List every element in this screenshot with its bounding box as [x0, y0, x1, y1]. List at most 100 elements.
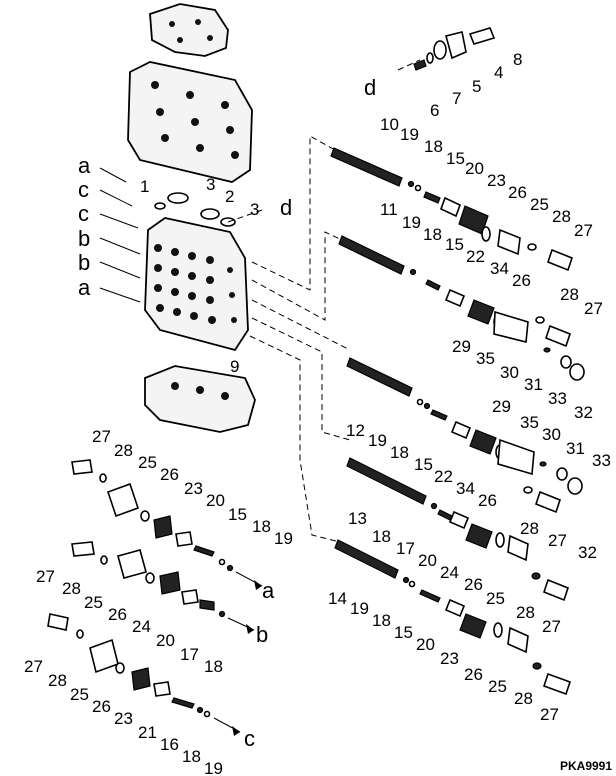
- part-label-25-d: 25: [138, 453, 157, 472]
- part-label-26-g: 26: [108, 605, 127, 624]
- part-label-7: 7: [452, 89, 461, 108]
- connector-d-top: d: [364, 75, 376, 100]
- part-label-28-a: 28: [552, 207, 571, 226]
- part-label-31-a: 31: [524, 375, 543, 394]
- part-label-27-d: 27: [542, 617, 561, 636]
- part-label-29-b: 29: [492, 397, 511, 416]
- top-fittings: [154, 192, 236, 227]
- connector-a-left-2: a: [78, 275, 91, 300]
- part-label-4: 4: [494, 63, 503, 82]
- part-label-24-b: 24: [132, 617, 151, 636]
- part-label-35-b: 35: [520, 413, 539, 432]
- part-label-15-c: 15: [414, 455, 433, 474]
- part-label-9: 9: [230, 357, 239, 376]
- part-label-28-c: 28: [520, 519, 539, 538]
- part-label-26-f: 26: [160, 465, 179, 484]
- part-label-23-c: 23: [184, 479, 203, 498]
- part-label-34-b: 34: [456, 479, 475, 498]
- part-label-25-f: 25: [70, 685, 89, 704]
- spool-12-group: [346, 357, 583, 514]
- part-label-33-b: 33: [592, 451, 611, 470]
- part-label-27-g: 27: [36, 567, 55, 586]
- part-label-26-d: 26: [464, 575, 483, 594]
- part-label-19-d: 19: [350, 599, 369, 618]
- connector-a-lower: a: [262, 578, 275, 603]
- part-label-3a: 3: [206, 175, 215, 194]
- part-label-26-b: 26: [512, 271, 531, 290]
- spool-11-group: [338, 235, 585, 381]
- part-label-29-a: 29: [452, 337, 471, 356]
- part-label-8: 8: [513, 50, 522, 69]
- part-label-18-e: 18: [372, 611, 391, 630]
- main-valve-body: [144, 217, 249, 352]
- part-label-28-f: 28: [114, 441, 133, 460]
- part-label-22-b: 22: [434, 467, 453, 486]
- part-label-32-a: 32: [574, 403, 593, 422]
- part-label-28-h: 28: [48, 671, 67, 690]
- part-label-2: 2: [225, 187, 234, 206]
- part-label-11: 11: [380, 200, 398, 219]
- part-label-18-b: 18: [423, 225, 442, 244]
- part-label-28-b: 28: [560, 285, 579, 304]
- part-label-5: 5: [472, 77, 481, 96]
- part-label-18-f: 18: [252, 517, 271, 536]
- part-label-18-h: 18: [182, 747, 201, 766]
- part-label-20-a: 20: [465, 159, 484, 178]
- part-label-27-a: 27: [574, 221, 593, 240]
- part-label-30-a: 30: [500, 363, 519, 382]
- part-label-15-e: 15: [228, 505, 247, 524]
- part-label-15-b: 15: [445, 235, 464, 254]
- part-label-19-c: 19: [368, 431, 387, 450]
- part-label-21: 21: [138, 723, 157, 742]
- part-label-14: 14: [328, 589, 347, 608]
- part-label-6: 6: [430, 101, 439, 120]
- part-label-19-b: 19: [402, 213, 421, 232]
- part-label-26-e: 26: [464, 665, 483, 684]
- part-label-35-a: 35: [476, 349, 495, 368]
- part-label-23-a: 23: [487, 171, 506, 190]
- part-label-33-a: 33: [548, 389, 567, 408]
- spool-14-group: [334, 539, 572, 696]
- upper-valve-stack: [127, 61, 253, 183]
- connector-labels: a c c b b a d d a b c: [78, 75, 376, 751]
- part-label-18-c: 18: [390, 443, 409, 462]
- part-label-20-e: 20: [156, 631, 175, 650]
- part-label-16: 16: [160, 735, 179, 754]
- part-label-20-d: 20: [206, 491, 225, 510]
- part-label-20-b: 20: [418, 551, 437, 570]
- part-number-labels: 1 3 2 3 9 8 4 5 7 6 10 19 18 15 20 23 26…: [24, 50, 611, 776]
- spool-13-group: [346, 457, 569, 602]
- part-label-1: 1: [140, 177, 149, 196]
- part-label-3b: 3: [250, 200, 259, 219]
- part-label-27-b: 27: [584, 299, 603, 318]
- connector-a-left-1: a: [78, 153, 91, 178]
- part-label-26-c: 26: [478, 491, 497, 510]
- connector-b-left-2: b: [78, 250, 90, 275]
- spool-10-group: [330, 147, 573, 272]
- connector-b-left-1: b: [78, 226, 90, 251]
- part-label-12: 12: [346, 421, 365, 440]
- part-label-30-b: 30: [542, 425, 561, 444]
- part-label-27-h: 27: [24, 657, 43, 676]
- part-label-34-a: 34: [490, 259, 509, 278]
- connector-c-left-2: c: [78, 201, 89, 226]
- part-label-25-b: 25: [486, 589, 505, 608]
- part-label-17-a: 17: [396, 539, 415, 558]
- cap-assembly-top: [413, 27, 496, 71]
- part-label-18-a: 18: [424, 137, 443, 156]
- part-label-13: 13: [348, 509, 367, 528]
- part-label-27-e: 27: [540, 705, 559, 724]
- part-label-23-b: 23: [440, 649, 459, 668]
- part-label-15-d: 15: [394, 623, 413, 642]
- connector-c-left-1: c: [78, 177, 89, 202]
- part-label-19-f: 19: [204, 759, 223, 776]
- part-label-20-c: 20: [416, 635, 435, 654]
- part-label-25-c: 25: [488, 677, 507, 696]
- part-label-22-a: 22: [466, 247, 485, 266]
- top-cover: [149, 3, 229, 57]
- part-label-28-e: 28: [514, 689, 533, 708]
- part-label-24-a: 24: [440, 563, 459, 582]
- part-label-17-b: 17: [180, 645, 199, 664]
